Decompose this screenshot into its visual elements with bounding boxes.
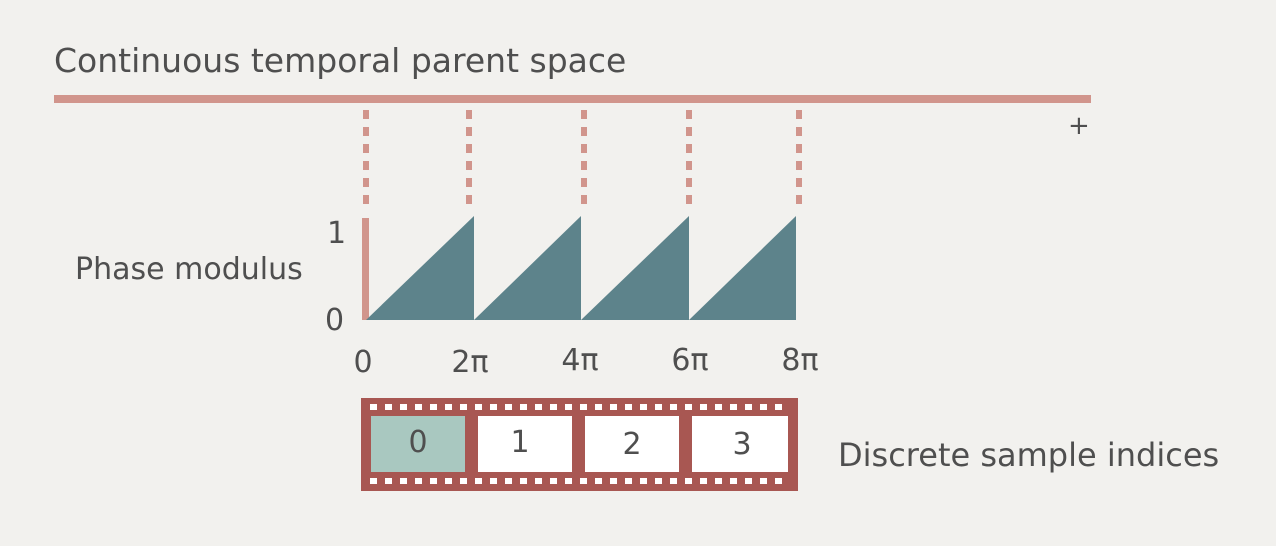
sprocket-hole (715, 478, 722, 484)
sprocket-hole (520, 478, 527, 484)
sprocket-hole (625, 478, 632, 484)
sprocket-hole (550, 404, 557, 410)
sprocket-hole (385, 478, 392, 484)
sprocket-hole (565, 478, 572, 484)
sprocket-hole (370, 404, 377, 410)
sprocket-hole (610, 478, 617, 484)
sprocket-hole (415, 478, 422, 484)
sawtooth-tooth (689, 216, 796, 320)
sprocket-hole (610, 404, 617, 410)
sprocket-hole (775, 404, 782, 410)
sprocket-hole (745, 478, 752, 484)
sprocket-hole (400, 404, 407, 410)
diagram-title: Continuous temporal parent space (54, 41, 626, 80)
frame-index-1: 1 (510, 425, 529, 460)
phase-label: Phase modulus (75, 252, 303, 287)
sprocket-hole (685, 404, 692, 410)
sprocket-hole (400, 478, 407, 484)
sprocket-hole (430, 404, 437, 410)
sprocket-hole (670, 404, 677, 410)
film-frame (692, 416, 788, 472)
sprocket-hole (460, 478, 467, 484)
x-tick-1: 2π (451, 345, 488, 380)
sprocket-hole (370, 478, 377, 484)
sprocket-hole (460, 404, 467, 410)
sprocket-hole (475, 478, 482, 484)
sprocket-hole (745, 404, 752, 410)
sprocket-holes-bottom (370, 478, 782, 484)
x-tick-2: 4π (561, 343, 598, 378)
sawtooth-tooth (366, 216, 474, 320)
sprocket-hole (505, 478, 512, 484)
sprocket-hole (625, 404, 632, 410)
sprocket-hole (700, 404, 707, 410)
film-strip: 0 1 2 3 (361, 398, 798, 491)
sprocket-hole (430, 478, 437, 484)
phase-y-min-label: 0 (325, 303, 344, 338)
frame-index-2: 2 (622, 427, 641, 462)
sprocket-hole (490, 478, 497, 484)
frame-index-0: 0 (408, 425, 427, 460)
sprocket-holes-top (370, 404, 782, 410)
sprocket-hole (730, 478, 737, 484)
sprocket-hole (445, 478, 452, 484)
sprocket-hole (670, 478, 677, 484)
sprocket-hole (760, 478, 767, 484)
frame-index-3: 3 (732, 427, 751, 462)
sprocket-hole (685, 478, 692, 484)
sprocket-hole (580, 478, 587, 484)
sprocket-hole (700, 478, 707, 484)
sprocket-hole (550, 478, 557, 484)
x-tick-4: 8π (781, 343, 818, 378)
sprocket-hole (730, 404, 737, 410)
sawtooth-tooth (474, 216, 581, 320)
film-frame (585, 416, 679, 472)
sprocket-hole (535, 404, 542, 410)
sprocket-hole (385, 404, 392, 410)
x-tick-3: 6π (671, 343, 708, 378)
sawtooth-tooth (581, 216, 689, 320)
sprocket-hole (640, 478, 647, 484)
sprocket-hole (715, 404, 722, 410)
sprocket-hole (655, 404, 662, 410)
phase-y-max-label: 1 (327, 216, 346, 251)
sprocket-hole (505, 404, 512, 410)
sprocket-hole (475, 404, 482, 410)
sprocket-hole (760, 404, 767, 410)
film-label: Discrete sample indices (838, 436, 1219, 474)
sprocket-hole (520, 404, 527, 410)
x-tick-0: 0 (353, 345, 372, 380)
dashed-connectors (363, 110, 802, 210)
plus-marker: + (1068, 111, 1090, 141)
sprocket-hole (535, 478, 542, 484)
sawtooth-wave (366, 216, 796, 320)
sprocket-hole (580, 404, 587, 410)
timeline-bar (54, 95, 1091, 103)
sprocket-hole (445, 404, 452, 410)
sprocket-hole (655, 478, 662, 484)
sprocket-hole (565, 404, 572, 410)
phase-axis (362, 218, 369, 320)
film-frame (478, 416, 572, 472)
sprocket-hole (490, 404, 497, 410)
sprocket-hole (415, 404, 422, 410)
sprocket-hole (775, 478, 782, 484)
film-frame (371, 416, 465, 472)
sprocket-hole (595, 478, 602, 484)
sprocket-hole (640, 404, 647, 410)
sprocket-hole (595, 404, 602, 410)
